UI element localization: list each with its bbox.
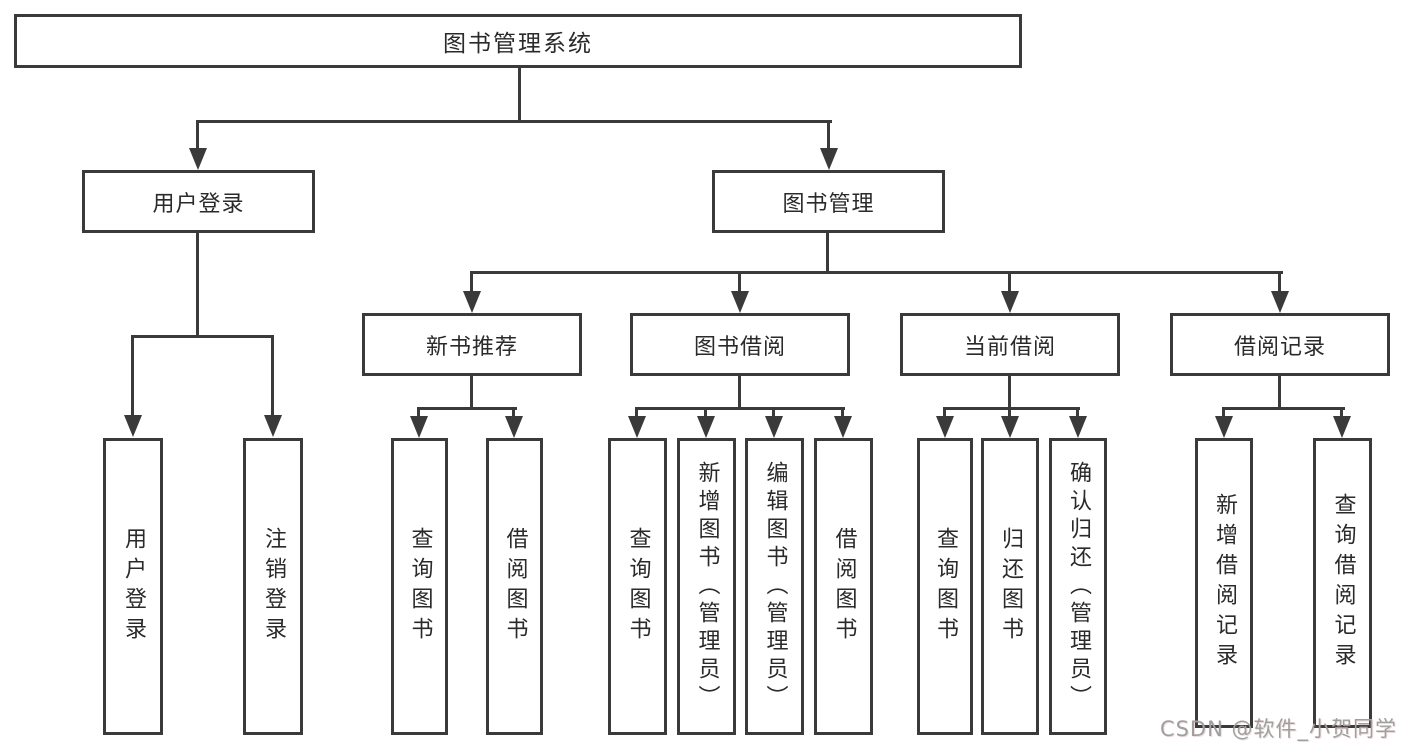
arrowhead-down-icon [820,148,838,170]
node-book-borrowing: 图书借阅 [630,313,850,376]
arrowhead-down-icon [189,148,207,170]
connector-drop-line [943,407,946,418]
arrowhead-down-icon [410,416,428,438]
leaf-label: 查询借阅记录 [1330,493,1356,673]
connector-drop-line [704,407,707,418]
connector-drop-line [738,271,741,293]
leaf-label: 查询图书 [625,526,651,647]
node-library-management-system: 图书管理系统 [14,14,1022,68]
arrowhead-down-icon [264,415,282,437]
connector-branch [417,407,517,410]
connector-drop-line [772,407,775,418]
connector-user-login-branch [131,335,274,338]
leaf-label: 借阅图书 [831,526,857,647]
connector-root-branch [197,120,832,123]
leaf-label: 新增借阅记录 [1212,493,1237,673]
arrowhead-down-icon [1001,291,1019,313]
arrowhead-down-icon [124,415,142,437]
leaf-query-books: 查询图书 [391,438,448,735]
connector-drop-line [1278,271,1281,293]
node-new-book-recommendation: 新书推荐 [362,313,582,376]
node-book-management: 图书管理 [712,170,945,233]
connector-drop-line [827,120,830,148]
connector-branch [943,407,1080,410]
node-current-borrowing: 当前借阅 [900,313,1120,376]
node-borrowing-records: 借阅记录 [1170,313,1390,376]
leaf-return-books: 归还图书 [981,438,1039,735]
connector-drop-line [841,407,844,418]
arrowhead-down-icon [1333,416,1351,438]
arrowhead-down-icon [1215,416,1233,438]
leaf-borrow-books: 借阅图书 [814,438,873,735]
connector-user-login-stem [196,233,199,338]
leaf-confirm-return-admin: 确认归还（管理员） [1049,438,1107,735]
connector-drop-line [1008,407,1011,418]
connector-drop-line [417,407,420,418]
connector-drop-line [1076,407,1079,418]
connector-book-mgmt-branch [470,271,1283,274]
arrowhead-down-icon [697,416,715,438]
connector-drop-line [1340,407,1343,418]
connector-root-stem [518,68,521,123]
leaf-label: 编辑图书（管理员） [762,460,788,713]
leaf-borrow-books: 借阅图书 [486,438,543,735]
connector-drop-line [512,407,515,418]
csdn-watermark: CSDN @软件_小贺同学 [1159,717,1397,741]
arrowhead-down-icon [1001,416,1019,438]
leaf-label: 查询图书 [933,526,958,647]
node-label: 图书借阅 [693,334,786,360]
connector-branch [635,407,845,410]
arrowhead-down-icon [765,416,783,438]
leaf-label: 用户登录 [121,526,146,647]
node-user-login: 用户登录 [82,170,315,233]
connector-drop-line [271,335,274,417]
leaf-label: 注销登录 [261,526,286,647]
connector-stem [1008,376,1011,410]
leaf-query-books: 查询图书 [608,438,667,735]
leaf-query-books: 查询图书 [917,438,973,735]
arrowhead-down-icon [1069,416,1087,438]
node-label: 图书管理 [782,191,875,217]
leaf-add-borrow-record: 新增借阅记录 [1195,438,1253,728]
connector-stem [738,376,741,410]
arrowhead-down-icon [463,291,481,313]
leaf-label: 借阅图书 [502,526,528,647]
arrowhead-down-icon [505,416,523,438]
connector-drop-line [470,271,473,293]
leaf-label: 新增图书（管理员） [694,460,720,713]
leaf-logout: 注销登录 [243,438,303,735]
arrowhead-down-icon [936,416,954,438]
connector-book-mgmt-stem [826,233,829,274]
leaf-label: 查询图书 [407,526,433,647]
connector-drop-line [196,120,199,148]
connector-drop-line [1222,407,1225,418]
leaf-query-borrow-record: 查询借阅记录 [1313,438,1372,728]
node-label: 图书管理系统 [443,31,593,57]
leaf-user-login: 用户登录 [103,438,163,735]
leaf-label: 归还图书 [998,526,1023,647]
connector-drop-line [131,335,134,417]
node-label: 用户登录 [152,191,245,217]
connector-branch [1222,407,1345,410]
arrowhead-down-icon [834,416,852,438]
node-label: 借阅记录 [1233,334,1326,360]
connector-drop-line [1008,271,1011,293]
connector-stem [1278,376,1281,410]
leaf-edit-books-admin: 编辑图书（管理员） [745,438,804,735]
node-label: 新书推荐 [425,334,518,360]
arrowhead-down-icon [628,416,646,438]
arrowhead-down-icon [1271,291,1289,313]
connector-stem [470,376,473,410]
node-label: 当前借阅 [963,334,1056,360]
arrowhead-down-icon [731,291,749,313]
leaf-add-books-admin: 新增图书（管理员） [677,438,736,735]
connector-drop-line [635,407,638,418]
leaf-label: 确认归还（管理员） [1066,460,1091,713]
